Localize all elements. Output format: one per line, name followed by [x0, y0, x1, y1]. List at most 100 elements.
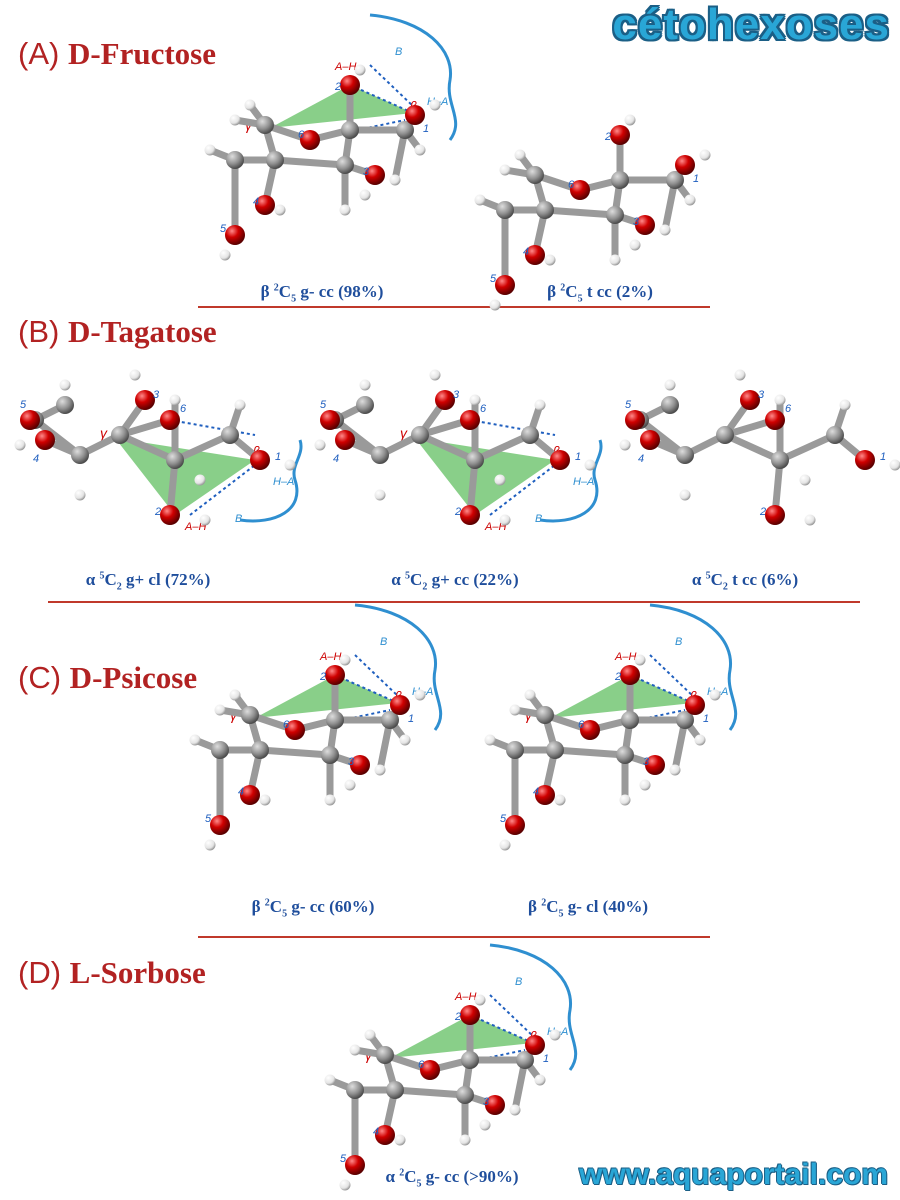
hydrogen-atom	[189, 734, 201, 746]
atom-number-label: 6	[283, 719, 290, 731]
oxygen-atom	[210, 815, 230, 835]
oxygen-atom	[405, 105, 425, 125]
interaction-triangle	[415, 438, 555, 515]
hydrogen-atom	[229, 114, 241, 126]
hydrogen-atom	[584, 459, 596, 471]
oxygen-atom	[255, 195, 275, 215]
atom-number-label: 4	[253, 196, 259, 208]
oxygen-atom	[240, 785, 260, 805]
hydrogen-atom	[204, 839, 216, 851]
ah-label: A–H	[184, 521, 206, 533]
oxygen-atom	[390, 695, 410, 715]
bond	[116, 431, 179, 464]
atom-number-label: 1	[693, 173, 699, 185]
carbon-atom	[241, 706, 259, 724]
hydrogen-atom	[499, 164, 511, 176]
carbon-atom	[611, 171, 629, 189]
hydrogen-atom	[414, 144, 426, 156]
oxygen-atom	[460, 1005, 480, 1025]
ha-label: H–A	[573, 476, 594, 488]
oxygen-atom	[740, 390, 760, 410]
atom-number-label: 3	[453, 389, 460, 401]
carbon-atom	[381, 711, 399, 729]
hydrogen-atom	[524, 689, 536, 701]
hydrogen-atom	[324, 794, 336, 806]
atom-number-label: 5	[500, 813, 507, 825]
hydrogen-atom	[699, 149, 711, 161]
carbon-atom	[771, 451, 789, 469]
hydrogen-atom	[554, 794, 566, 806]
hydrogen-atom	[774, 394, 786, 406]
atom-number-label: 1	[703, 713, 709, 725]
carbon-atom	[536, 201, 554, 219]
oxygen-atom	[495, 275, 515, 295]
hydrogen-atom	[634, 654, 646, 666]
hydrogen-atom	[204, 144, 216, 156]
hydrogen-atom	[629, 239, 641, 251]
hydrogen-atom	[619, 794, 631, 806]
hydrogen-atom	[494, 474, 506, 486]
molecule-sorbose-1: A–HBβH–Aγ213456	[324, 943, 578, 1191]
oxygen-atom	[340, 75, 360, 95]
oxygen-atom	[675, 155, 695, 175]
oxygen-atom	[365, 165, 385, 185]
hydrogen-atom	[314, 439, 326, 451]
oxygen-atom	[645, 755, 665, 775]
carbon-atom	[251, 741, 269, 759]
divider-rule	[48, 601, 860, 603]
atom-number-label: 6	[180, 403, 187, 415]
section-title-tagatose: (B) D-Tagatose	[18, 314, 217, 349]
oxygen-atom	[635, 215, 655, 235]
hydrogen-atom	[619, 439, 631, 451]
hydrogen-atom	[324, 1074, 336, 1086]
atom-number-label: 6	[480, 403, 487, 415]
hydrogen-atom	[544, 254, 556, 266]
hydrogen-atom	[609, 254, 621, 266]
interaction-triangle	[255, 675, 398, 718]
atom-number-label: 3	[633, 216, 640, 228]
bracket-curve	[539, 439, 603, 523]
hydrogen-atom	[509, 704, 521, 716]
caption-psicose-2: β 2C5 g- cl (40%)	[527, 897, 649, 920]
oxygen-atom	[525, 1035, 545, 1055]
atom-number-label: 3	[363, 166, 370, 178]
divider-rule	[198, 936, 710, 938]
atom-number-label: 5	[205, 813, 212, 825]
oxygen-atom	[35, 430, 55, 450]
oxygen-atom	[625, 410, 645, 430]
hydrogen-atom	[59, 379, 71, 391]
hydrogen-atom	[359, 189, 371, 201]
hydrogen-atom	[14, 439, 26, 451]
section-title-psicose: (C) D-Psicose	[18, 660, 198, 695]
hydrogen-atom	[374, 764, 386, 776]
carbon-atom	[716, 426, 734, 444]
carbon-atom	[256, 116, 274, 134]
caption-psicose-1: β 2C5 g- cc (60%)	[251, 897, 375, 920]
carbon-atom	[496, 201, 514, 219]
carbon-atom	[526, 166, 544, 184]
hydrogen-atom	[339, 204, 351, 216]
carbon-atom	[466, 451, 484, 469]
atom-number-label: 1	[275, 451, 281, 463]
interaction-triangle	[390, 1015, 533, 1058]
hydrogen-atom	[499, 839, 511, 851]
carbon-atom	[616, 746, 634, 764]
oxygen-atom	[160, 505, 180, 525]
ah-label: A–H	[614, 651, 636, 663]
hbond-line	[469, 419, 556, 436]
hydrogen-atom	[889, 459, 900, 471]
carbon-atom	[71, 446, 89, 464]
oxygen-atom	[420, 1060, 440, 1080]
hbond-line	[489, 464, 556, 516]
hbond-line	[169, 419, 256, 436]
carbon-atom	[506, 741, 524, 759]
hydrogen-atom	[669, 764, 681, 776]
hydrogen-atom	[624, 114, 636, 126]
bond	[551, 746, 629, 759]
carbon-atom	[111, 426, 129, 444]
hydrogen-atom	[499, 514, 511, 526]
oxygen-atom	[535, 785, 555, 805]
hydrogen-atom	[484, 734, 496, 746]
hydrogen-atom	[394, 1134, 406, 1146]
